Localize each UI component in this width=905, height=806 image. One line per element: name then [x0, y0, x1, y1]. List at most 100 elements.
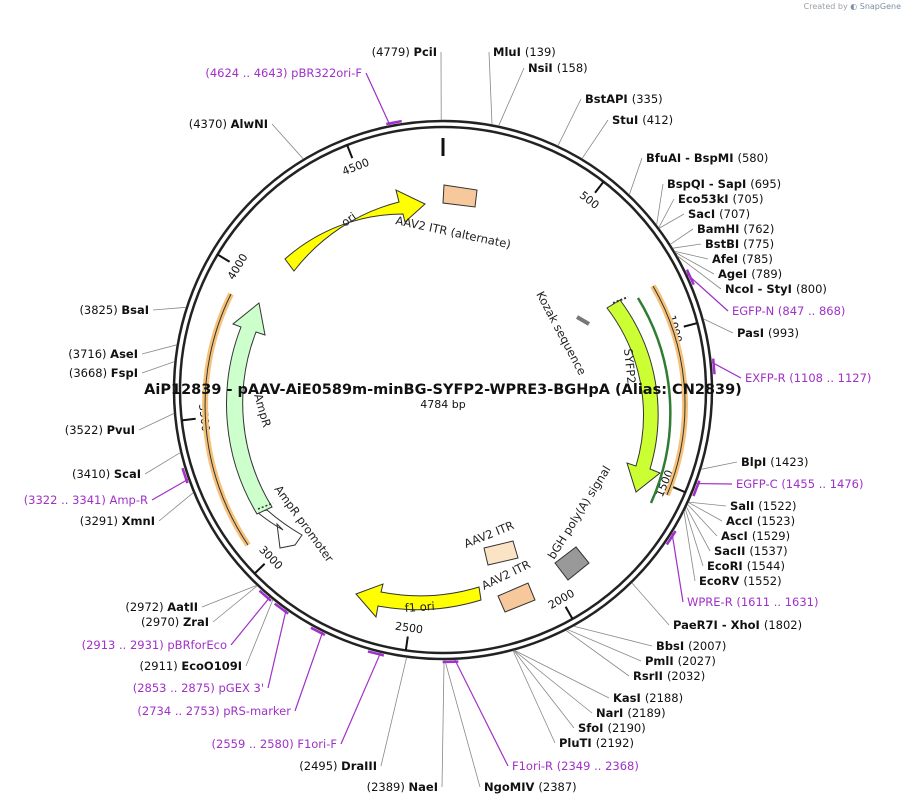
- primer-label-amp-r[interactable]: (3322 .. 3341) Amp-R: [24, 493, 148, 507]
- enzyme-label-blpi[interactable]: BlpI (1423): [741, 455, 808, 469]
- enzyme-label-sacii[interactable]: SacII (1537): [714, 544, 788, 558]
- primer-binding-mark-pgex-3: [273, 602, 289, 615]
- enzyme-label-pcii[interactable]: (4779) PciI: [372, 45, 437, 59]
- enzyme-label-ngomiv[interactable]: NgoMIV (2387): [484, 780, 577, 794]
- ampr-feature-arrow[interactable]: [226, 302, 273, 515]
- enzyme-label-bamhi[interactable]: BamHI (762): [697, 222, 774, 236]
- enzyme-label-pmli[interactable]: PmlI (2027): [645, 654, 716, 668]
- enzyme-label-fspi[interactable]: (3668) FspI: [69, 366, 138, 380]
- ruler-tick-mark: [672, 485, 686, 494]
- enzyme-label-bstbi[interactable]: BstBI (775): [705, 237, 774, 251]
- primer-binding-mark-pbrforeco: [258, 589, 272, 602]
- enzyme-leader-naei: [441, 659, 445, 788]
- enzyme-leader-paer7i-xhoi: [631, 582, 670, 626]
- enzyme-leader-ngomiv: [444, 659, 481, 788]
- primer-label-egfp-c[interactable]: EGFP-C (1455 .. 1476): [736, 477, 863, 491]
- enzyme-label-bsai[interactable]: (3825) BsaI: [79, 303, 149, 317]
- enzyme-label-asei[interactable]: (3716) AseI: [68, 347, 138, 361]
- enzyme-label-nari[interactable]: NarI (2189): [596, 706, 666, 720]
- enzyme-label-zrai[interactable]: (2970) ZraI: [141, 615, 209, 629]
- primer-label-pbr322ori-f[interactable]: (4624 .. 4643) pBR322ori-F: [205, 66, 362, 80]
- enzyme-label-rsrii[interactable]: RsrII (2032): [633, 669, 705, 683]
- enzyme-label-scai[interactable]: (3410) ScaI: [72, 467, 141, 481]
- enzyme-label-acci[interactable]: AccI (1523): [726, 514, 795, 528]
- enzyme-leader-pluti: [512, 650, 556, 744]
- enzyme-leader-asci: [687, 504, 718, 537]
- enzyme-label-eco53ki[interactable]: Eco53kI (705): [678, 192, 763, 206]
- enzyme-label-asci[interactable]: AscI (1529): [721, 529, 790, 543]
- ampr-promoter-feature-arrow[interactable]: [255, 509, 303, 549]
- enzyme-label-ncoi-styi[interactable]: NcoI - StyI (800): [725, 282, 827, 296]
- enzyme-label-sali[interactable]: SalI (1522): [730, 499, 797, 513]
- ruler-tick-mark: [181, 417, 196, 422]
- primer-label-f1ori-f[interactable]: (2559 .. 2580) F1ori-F: [212, 737, 337, 751]
- enzyme-label-draiii[interactable]: (2495) DraIII: [299, 759, 377, 773]
- primer-binding-mark-f1ori-f: [367, 650, 385, 657]
- enzyme-label-nsii[interactable]: NsiI (158): [528, 61, 588, 75]
- enzyme-label-agei[interactable]: AgeI (789): [718, 267, 782, 281]
- enzyme-label-bfuai-bspmi[interactable]: BfuAI - BspMI (580): [646, 151, 768, 165]
- primer-leader-f1ori-r: [454, 659, 509, 767]
- enzyme-leader-saci: [659, 213, 685, 229]
- enzyme-label-naei[interactable]: (2389) NaeI: [367, 780, 438, 794]
- enzyme-leader-eco53ki: [658, 198, 675, 228]
- enzyme-label-pluti[interactable]: PluTI (2192): [559, 736, 634, 750]
- syfp2-kozak-dashes: [612, 296, 629, 304]
- enzyme-label-sfoi[interactable]: SfoI (2190): [578, 721, 646, 735]
- enzyme-label-alwni[interactable]: (4370) AlwNI: [189, 117, 268, 131]
- enzyme-label-kasi[interactable]: KasI (2188): [613, 691, 683, 705]
- ruler-tick-mark: [683, 322, 698, 328]
- enzyme-leader-afei: [674, 250, 709, 260]
- enzyme-label-bstapi[interactable]: BstAPI (335): [585, 92, 663, 106]
- ori-feature-arrow[interactable]: [284, 189, 426, 272]
- primer-label-wpre-r[interactable]: WPRE-R (1611 .. 1631): [687, 595, 819, 609]
- primer-label-exfp-r[interactable]: EXFP-R (1108 .. 1127): [745, 371, 871, 385]
- enzyme-leader-mlui: [488, 51, 493, 125]
- enzyme-leader-zrai: [212, 585, 258, 623]
- enzyme-label-aatii[interactable]: (2972) AatII: [125, 600, 198, 614]
- enzyme-label-pasi[interactable]: PasI (993): [737, 326, 799, 340]
- enzyme-label-ecorv[interactable]: EcoRV (1552): [699, 574, 782, 588]
- aav2-itr-box-2[interactable]: [497, 582, 536, 613]
- aav2-itr-box-1[interactable]: [483, 540, 519, 566]
- bgh-polya-signal-label: bGH poly(A) signal: [545, 463, 614, 561]
- enzyme-label-saci[interactable]: SacI (707): [688, 207, 750, 221]
- f1-ori-feature-arrow[interactable]: [355, 583, 482, 619]
- enzyme-label-xmni[interactable]: (3291) XmnI: [80, 514, 155, 528]
- enzyme-leader-fspi: [141, 361, 175, 374]
- ruler-tick-label: 2500: [394, 620, 424, 637]
- enzyme-leader-xmni: [158, 492, 194, 522]
- ruler-tick-label: 2000: [546, 587, 577, 612]
- enzyme-label-ecori[interactable]: EcoRI (1544): [707, 559, 785, 573]
- ruler-tick-mark: [404, 636, 409, 651]
- orange-track-left-line: [204, 293, 249, 546]
- primer-label-prs-marker[interactable]: (2734 .. 2753) pRS-marker: [137, 704, 291, 718]
- enzyme-label-afei[interactable]: AfeI (785): [712, 252, 773, 266]
- enzyme-leader-scai: [144, 452, 181, 475]
- primer-label-egfp-n[interactable]: EGFP-N (847 .. 868): [732, 304, 845, 318]
- enzyme-label-bspqi-sapi[interactable]: BspQI - SapI (695): [667, 177, 781, 191]
- enzyme-leader-alwni: [271, 123, 304, 160]
- primer-binding-mark-prs-marker: [310, 626, 326, 637]
- aav2-itr-alternate-box[interactable]: [442, 184, 478, 208]
- enzyme-leader-acci: [688, 502, 723, 522]
- enzyme-leader-ecoo109i: [245, 599, 274, 667]
- kozak-sequence-marker[interactable]: [575, 315, 591, 326]
- enzyme-label-pvui[interactable]: (3522) PvuI: [65, 423, 135, 437]
- bgh-polya-signal-box[interactable]: [554, 546, 590, 581]
- kozak-sequence-label: Kozak sequence: [533, 289, 589, 378]
- enzyme-label-paer7i-xhoi[interactable]: PaeR7I - XhoI (1802): [673, 618, 802, 632]
- primer-label-f1ori-r[interactable]: F1ori-R (2349 .. 2368): [512, 759, 639, 773]
- syfp2-feature-arrow[interactable]: [606, 299, 661, 493]
- enzyme-label-stui[interactable]: StuI (412): [612, 113, 673, 127]
- primer-leader-exfp-r: [711, 361, 742, 379]
- primer-binding-mark-egfp-n: [685, 269, 695, 286]
- enzyme-leader-pvui: [138, 413, 175, 431]
- primer-label-pgex-3[interactable]: (2853 .. 2875) pGEX 3': [133, 681, 264, 695]
- primer-leader-wpre-r: [671, 532, 684, 603]
- enzyme-label-bbsi[interactable]: BbsI (2007): [656, 639, 726, 653]
- enzyme-label-ecoo109i[interactable]: (2911) EcoO109I: [139, 659, 242, 673]
- primer-label-pbrforeco[interactable]: (2913 .. 2931) pBRforEco: [82, 638, 227, 652]
- enzyme-leader-kasi: [514, 650, 610, 699]
- enzyme-label-mlui[interactable]: MluI (139): [493, 45, 556, 59]
